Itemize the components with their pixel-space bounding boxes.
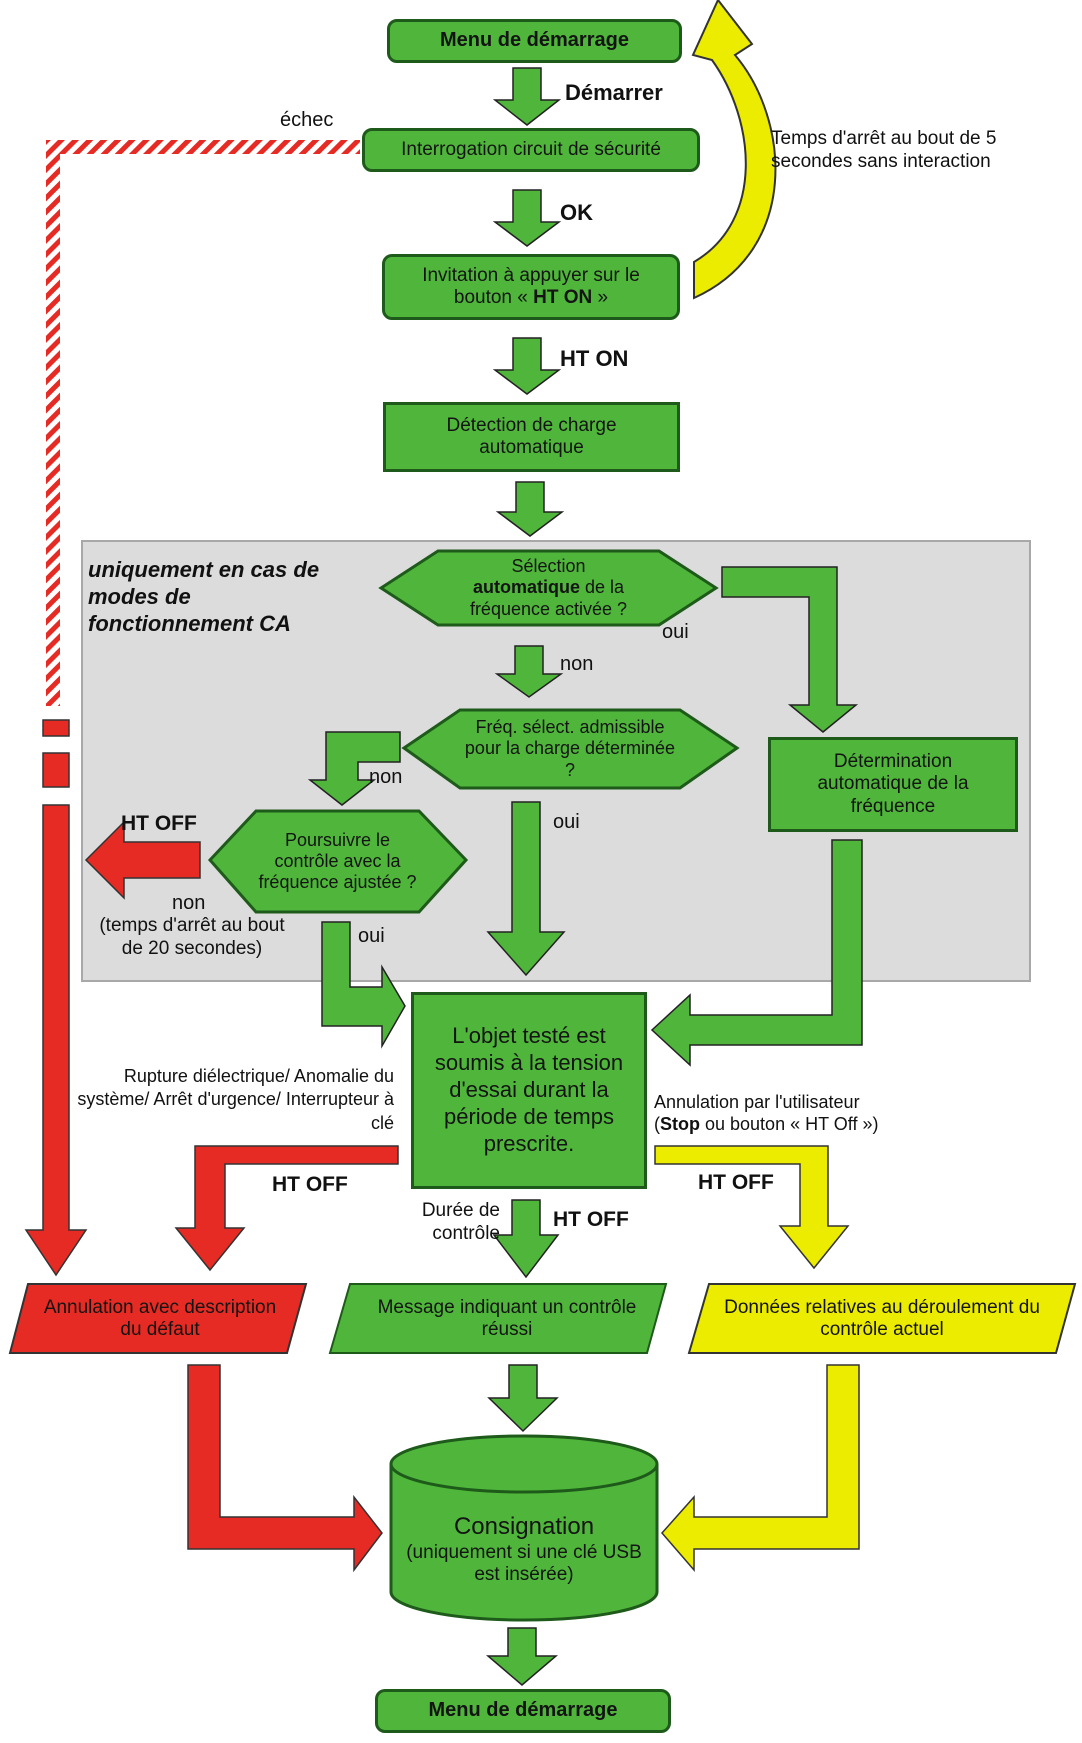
cancel-fault-text: Annulation avec description du défaut [43, 1296, 277, 1340]
label-timeout-20s: (temps d'arrêt au bout de 20 secondes) [99, 915, 285, 959]
current-data-text-box: Données relatives au déroulement du cont… [722, 1288, 1042, 1350]
label-auto-q-oui: oui [662, 621, 689, 643]
output-success-message [328, 1283, 668, 1354]
start-menu-box: Menu de démarrage [387, 19, 682, 63]
end-menu-box: Menu de démarrage [375, 1689, 671, 1733]
decision-auto-freq [378, 549, 719, 627]
arrow-continue-oui [321, 921, 406, 1049]
freq-admissible-q-text: Fréq. sélect. admissible pour la charge … [464, 717, 676, 780]
success-message-text-box: Message indiquant un contrôle réussi [372, 1288, 642, 1350]
test-object-text: L'objet testé est soumis à la tension d'… [434, 1023, 624, 1156]
failure-arrow [24, 804, 88, 1277]
arrow-start-to-safety [492, 67, 562, 126]
prompt-ht-on-box: Invitation à appuyer sur le bouton « HT … [382, 254, 680, 320]
arrow-cancel-to-logging [187, 1364, 383, 1573]
label-duration: Durée de contrôle [421, 1200, 500, 1244]
arrow-safety-to-prompt [492, 189, 562, 247]
label-admissible-non: non [369, 766, 403, 788]
freq-admissible-q-text-box: Fréq. sélect. admissible pour la charge … [462, 710, 678, 788]
start-menu-text: Menu de démarrage [440, 29, 629, 52]
safety-check-text: Interrogation circuit de sécurité [401, 138, 661, 160]
label-echec: échec [280, 109, 334, 131]
label-ht-off-continue: HT OFF [121, 812, 197, 835]
load-detection-box: Détection de charge automatique [383, 402, 680, 472]
logging-text-box: Consignation (uniquement si une clé USB … [391, 1500, 657, 1600]
label-admissible-oui: oui [553, 811, 580, 833]
label-continue-oui: oui [358, 925, 385, 947]
prompt-ht-on-text: Invitation à appuyer sur le bouton « HT … [422, 264, 640, 308]
arrow-prompt-to-detection [492, 337, 562, 395]
arrow-user-cancel-to-data [654, 1145, 850, 1270]
label-ok: OK [560, 200, 593, 225]
success-message-text: Message indiquant un contrôle réussi [377, 1296, 637, 1340]
arrow-logging-to-end [485, 1627, 559, 1686]
current-data-text: Données relatives au déroulement du cont… [724, 1296, 1040, 1340]
decision-continue-adjusted [207, 809, 469, 914]
ac-mode-note: uniquement en cas de modes de fonctionne… [88, 557, 320, 636]
logging-cylinder-top [389, 1434, 659, 1494]
failure-path-vertical [46, 140, 60, 706]
load-detection-text: Détection de charge automatique [446, 414, 617, 458]
label-ht-off-fault: HT OFF [272, 1173, 348, 1196]
label-timeout-5s: Temps d'arrêt au bout de 5 secondes sans… [771, 128, 997, 172]
arrow-success-to-logging [487, 1364, 559, 1433]
label-ht-off-success: HT OFF [553, 1208, 629, 1231]
label-ht-on: HT ON [560, 346, 629, 371]
logging-cylinder-body [389, 1464, 659, 1622]
arrow-auto-q-non [494, 645, 564, 698]
output-cancel-fault [8, 1283, 308, 1354]
label-continue-non: non [172, 892, 206, 914]
end-menu-text: Menu de démarrage [428, 1699, 618, 1722]
auto-freq-determination-text: Détermination automatique de la fréquenc… [817, 750, 969, 817]
label-demarrer: Démarrer [565, 80, 663, 105]
arrow-test-to-success [492, 1199, 560, 1279]
logging-note: (uniquement si une clé USB est insérée) [406, 1541, 642, 1586]
label-fault-causes: Rupture diélectrique/ Anomalie du systèm… [77, 1066, 394, 1133]
arrow-autofreq-to-test [650, 839, 863, 1067]
safety-check-box: Interrogation circuit de sécurité [362, 128, 700, 172]
timeout-return-arrow [691, 0, 777, 300]
arrow-detection-to-panel [495, 481, 565, 537]
label-user-cancel: Annulation par l'utilisateur(Stop ou bou… [654, 1092, 879, 1134]
arrow-data-to-logging [661, 1364, 860, 1573]
logging-title: Consignation [453, 1513, 595, 1541]
continue-adjusted-q-text: Poursuivre le contrôle avec la fréquence… [258, 829, 417, 893]
arrow-auto-q-oui [721, 566, 859, 733]
decision-freq-admissible [401, 708, 740, 790]
failure-path-segment-1 [42, 719, 70, 737]
label-auto-q-non: non [560, 653, 594, 675]
cancel-fault-text-box: Annulation avec description du défaut [40, 1288, 280, 1350]
arrow-continue-non-htoff [84, 820, 201, 900]
arrow-admissible-oui [486, 801, 566, 977]
test-object-box: L'objet testé est soumis à la tension d'… [411, 992, 647, 1189]
continue-adjusted-q-text-box: Poursuivre le contrôle avec la fréquence… [256, 811, 419, 912]
failure-path-top [46, 140, 360, 154]
output-current-data [687, 1283, 1077, 1354]
label-ht-off-user: HT OFF [698, 1171, 774, 1194]
arrow-admissible-non [307, 731, 401, 806]
auto-freq-determination-box: Détermination automatique de la fréquenc… [768, 737, 1018, 832]
arrow-fault-to-cancel [174, 1145, 399, 1272]
failure-path-segment-2 [42, 752, 70, 788]
